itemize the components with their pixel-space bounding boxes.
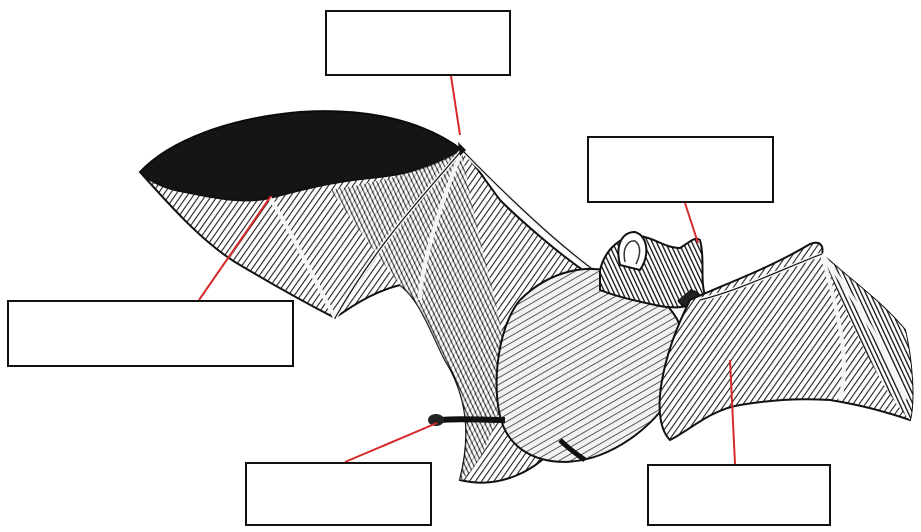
leader-line-right-upper <box>684 202 699 244</box>
label-box-bottom-left[interactable] <box>245 462 432 526</box>
label-box-bottom-right[interactable] <box>647 464 831 526</box>
leader-line-left <box>198 195 272 301</box>
label-box-right-upper[interactable] <box>587 136 774 203</box>
bat-foot <box>439 416 506 423</box>
label-box-left[interactable] <box>7 300 294 367</box>
leader-line-bottom-right <box>729 359 736 465</box>
bat-ear <box>617 230 648 272</box>
label-box-top[interactable] <box>325 10 511 76</box>
leader-line-bottom-left <box>344 422 438 463</box>
leader-line-top <box>450 75 461 136</box>
